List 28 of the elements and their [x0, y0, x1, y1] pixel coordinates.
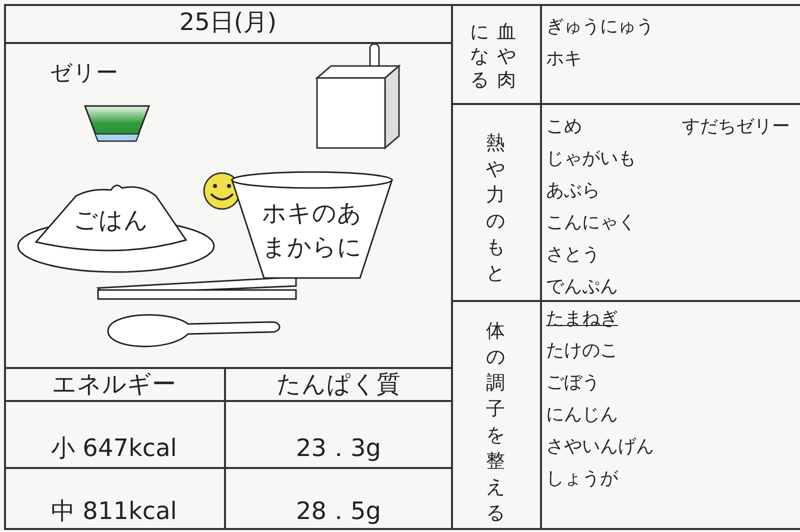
- column-header: たんぱく質: [276, 369, 402, 400]
- category-label: 体の調子を整える: [486, 319, 505, 526]
- table-cell-text: 中 811kcal: [50, 496, 178, 527]
- food-item: こんにゃく: [546, 211, 636, 234]
- food-item: あぶら: [546, 179, 600, 202]
- food-item: にんじん: [546, 403, 618, 426]
- food-item: こめ: [546, 115, 582, 138]
- column-header: エネルギー: [51, 369, 177, 400]
- dish-name: ホキのあまからに: [261, 198, 363, 263]
- food-item: ごぼう: [546, 371, 600, 394]
- food-item: さやいんげん: [546, 435, 654, 458]
- category-label: 熱や力のもと: [486, 131, 505, 286]
- dessert-name: ゼリー: [50, 60, 118, 88]
- food-item: ホキ: [546, 47, 582, 70]
- dish-name: ごはん: [72, 205, 150, 236]
- date-heading: 25日(月): [178, 7, 278, 38]
- category-label: 血や肉になる: [470, 20, 516, 92]
- table-cell-text: 小 647kcal: [50, 433, 178, 464]
- food-item: ぎゅうにゅう: [546, 15, 654, 38]
- food-item: さとう: [546, 243, 600, 266]
- food-item: しょうが: [546, 467, 618, 490]
- food-item: すだちゼリー: [682, 115, 790, 138]
- food-item: じゃがいも: [546, 147, 636, 170]
- table-cell-text: 28．5g: [294, 496, 382, 527]
- food-item: でんぷん: [546, 275, 618, 298]
- food-item: たけのこ: [546, 339, 618, 362]
- table-cell-text: 23．3g: [294, 433, 382, 464]
- food-item: たまねぎ: [546, 307, 618, 330]
